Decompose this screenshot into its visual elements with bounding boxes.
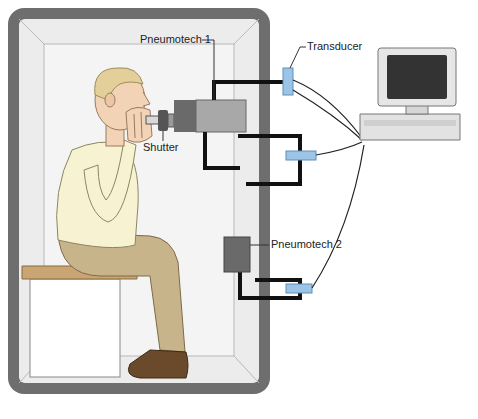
corner-line bbox=[234, 19, 259, 44]
connector bbox=[168, 114, 174, 127]
transducer bbox=[283, 68, 293, 95]
chamber-interior bbox=[19, 19, 259, 383]
keyboard bbox=[364, 120, 456, 126]
hair bbox=[95, 68, 143, 100]
screen bbox=[387, 55, 447, 99]
ear bbox=[105, 93, 115, 107]
leader-line bbox=[250, 245, 269, 246]
pneumotach-end bbox=[174, 100, 196, 132]
pneumotach-2 bbox=[224, 237, 250, 272]
leader-line bbox=[290, 47, 306, 68]
pressure-tube bbox=[214, 82, 290, 100]
leader-line bbox=[163, 131, 164, 141]
hand bbox=[126, 107, 152, 142]
nose bbox=[143, 92, 150, 106]
part-label: Shutter bbox=[143, 141, 178, 154]
leader-line bbox=[202, 40, 214, 100]
corner-line bbox=[19, 19, 44, 44]
mouthpiece bbox=[146, 116, 159, 124]
signal-wire bbox=[312, 145, 364, 288]
part-label: Transducer bbox=[307, 40, 362, 53]
finger-line bbox=[141, 112, 142, 138]
signal-wire bbox=[293, 90, 362, 140]
chamber-frame bbox=[8, 8, 270, 394]
finger-line bbox=[134, 114, 135, 138]
signal-wire bbox=[316, 142, 362, 155]
computer-base bbox=[360, 114, 460, 140]
trousers bbox=[58, 232, 185, 352]
arm bbox=[84, 140, 136, 222]
shoe bbox=[128, 350, 188, 378]
shutter bbox=[158, 110, 168, 131]
stool-base bbox=[30, 279, 120, 377]
corner-line bbox=[234, 356, 259, 383]
pressure-tube bbox=[205, 132, 240, 168]
signal-wire bbox=[293, 80, 362, 138]
pneumotach-body bbox=[196, 100, 246, 132]
transducer bbox=[286, 151, 316, 160]
part-label: Pneumotech 1 bbox=[140, 33, 211, 46]
monitor bbox=[378, 48, 456, 106]
part-label: Pneumotech 2 bbox=[271, 238, 342, 251]
transducer bbox=[286, 284, 312, 293]
